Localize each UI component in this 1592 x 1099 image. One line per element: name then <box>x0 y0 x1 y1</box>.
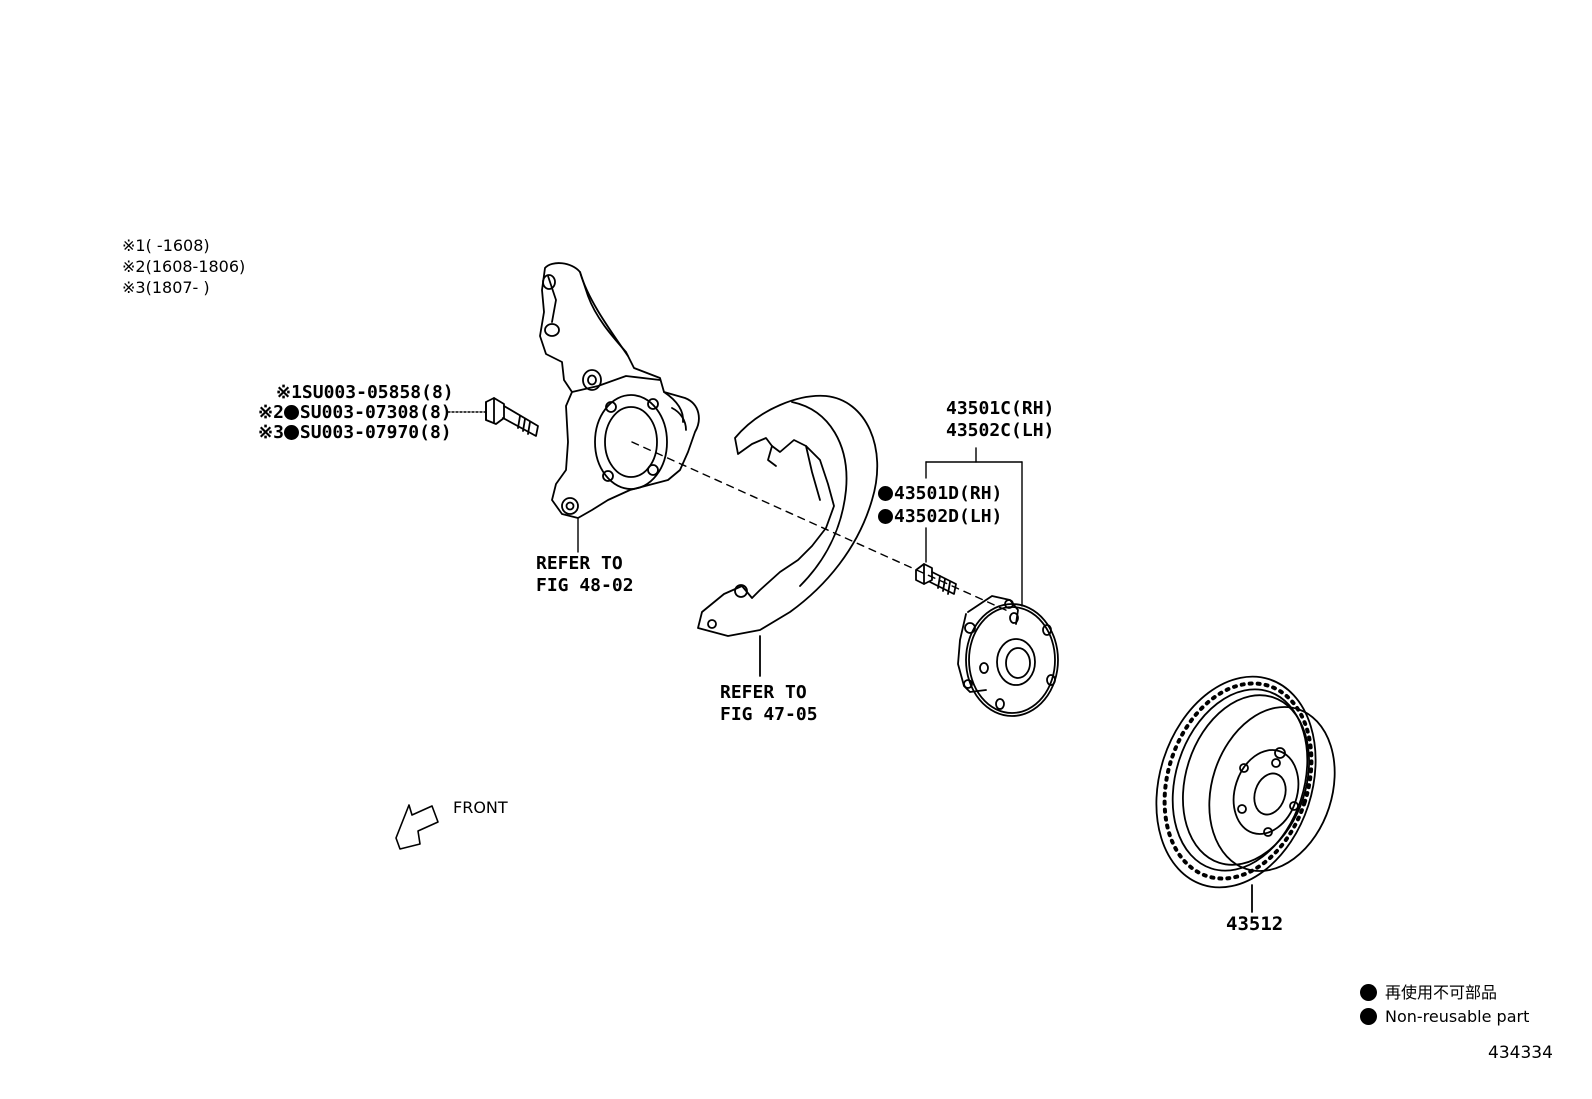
hub-part-numbers: 43501C(RH) 43502C(LH) <box>946 398 1054 442</box>
brake-rotor <box>1155 675 1336 913</box>
shield-reference-line1: REFER TO <box>720 682 807 703</box>
legend-japanese-text: 再使用不可部品 <box>1385 983 1498 1002</box>
hub-bearing-assembly <box>957 595 1059 717</box>
hub-part-lh: 43502C(LH) <box>946 420 1055 441</box>
knuckle-bolt <box>485 397 539 437</box>
bolt-label-1-prefix: ※1 <box>276 382 302 403</box>
alignment-axis-line <box>631 441 1011 613</box>
bolt-label-3: ※3 SU003-07970(8) <box>258 422 452 444</box>
bolt-label-1: ※1SU003-05858(8) <box>276 382 454 404</box>
hub-bolt-part-lh-text: 43502D(LH) <box>894 506 1003 527</box>
shield-reference-line2: FIG 47-05 <box>720 704 818 725</box>
date-note-3: ※3(1807- ) <box>122 278 210 297</box>
date-note-1: ※1( -1608) <box>122 236 210 255</box>
rotor-part-number: 43512 <box>1226 913 1284 935</box>
bolt-label-2-text: SU003-07308(8) <box>299 402 452 423</box>
non-reusable-dot-icon <box>283 425 299 440</box>
non-reusable-dot-icon <box>1360 1008 1377 1025</box>
non-reusable-dot-icon <box>283 405 299 420</box>
non-reusable-dot-icon <box>878 509 893 524</box>
date-note-2: ※2(1608-1806) <box>122 257 246 276</box>
legend-english-text: Non-reusable part <box>1385 1007 1530 1026</box>
front-label: FRONT <box>453 798 508 817</box>
legend-japanese: 再使用不可部品 <box>1360 982 1497 1003</box>
bolt-label-3-prefix: ※3 <box>258 422 284 443</box>
bolt-label-2-prefix: ※2 <box>258 402 284 423</box>
knuckle-reference-line1: REFER TO <box>536 553 623 574</box>
knuckle-reference-line2: FIG 48-02 <box>536 575 634 596</box>
shield-reference: REFER TO FIG 47-05 <box>720 682 818 726</box>
leader-lines <box>447 411 1023 607</box>
hub-bolt-part-rh-text: 43501D(RH) <box>894 483 1003 504</box>
hub-bolt <box>915 563 957 595</box>
non-reusable-dot-icon <box>1360 984 1377 1001</box>
legend-english: Non-reusable part <box>1360 1006 1529 1027</box>
front-arrow-icon <box>395 804 439 850</box>
hub-bolt-part-lh: 43502D(LH) <box>878 506 1002 528</box>
hub-bolt-part-rh: 43501D(RH) <box>878 483 1002 505</box>
steering-knuckle <box>539 262 700 519</box>
bolt-label-3-text: SU003-07970(8) <box>299 422 452 443</box>
bolt-label-1-text: SU003-05858(8) <box>301 382 454 403</box>
figure-number: 434334 <box>1488 1043 1553 1063</box>
bolt-label-2: ※2 SU003-07308(8) <box>258 402 452 424</box>
non-reusable-dot-icon <box>878 486 893 501</box>
knuckle-reference: REFER TO FIG 48-02 <box>536 553 634 597</box>
hub-part-rh: 43501C(RH) <box>946 398 1055 419</box>
dust-shield <box>697 394 879 677</box>
